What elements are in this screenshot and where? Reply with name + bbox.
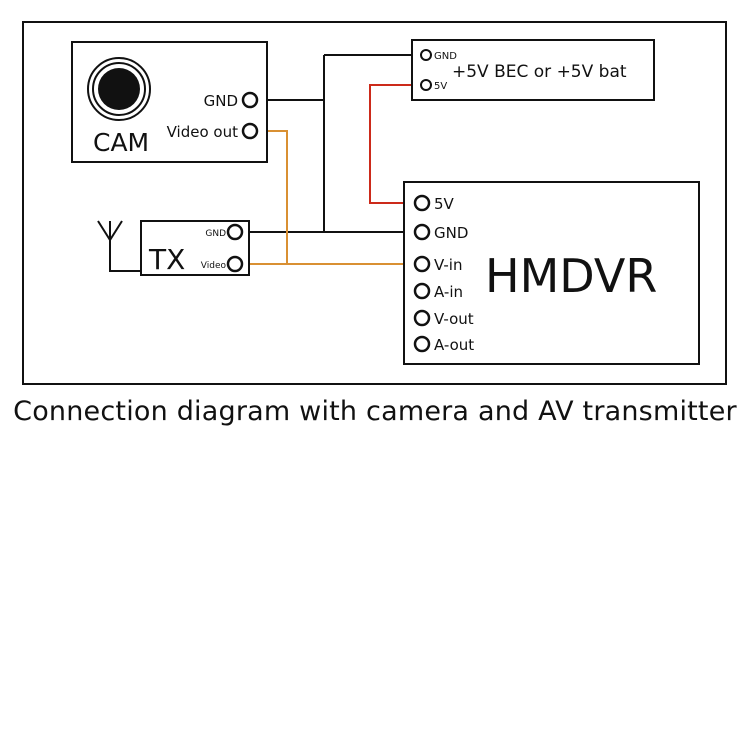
- power-gnd-label: GND: [434, 51, 457, 62]
- dvr-pin-5v-label: 5V: [434, 195, 455, 213]
- power-box: [411, 39, 655, 101]
- power-5v-terminal: [420, 79, 432, 91]
- power-gnd-terminal: [420, 49, 432, 61]
- dvr-box: [403, 181, 700, 365]
- camera-block: CAM GND Video out: [71, 41, 268, 163]
- camera-gnd-label: GND: [204, 92, 238, 110]
- dvr-pin-vin-label: V-in: [434, 256, 462, 274]
- power-wire-5v: [369, 84, 420, 204]
- antenna-icon: [97, 220, 141, 272]
- dvr-pin-ain-terminal: [413, 282, 431, 300]
- power-5v-label: 5V: [434, 81, 447, 92]
- video-wire: [242, 130, 420, 265]
- dvr-pin-5v-terminal: [413, 194, 431, 212]
- camera-label: CAM: [93, 128, 149, 157]
- dvr-pin-ain-label: A-in: [434, 283, 463, 301]
- transmitter-block: TX GND Video: [97, 220, 250, 276]
- power-block: GND 5V +5V BEC or +5V bat: [411, 39, 655, 101]
- dvr-pin-aout-label: A-out: [434, 336, 474, 354]
- connection-diagram: CAM GND Video out TX GND Video GND 5V +5…: [22, 21, 727, 385]
- gnd-wire-bus: [258, 54, 420, 232]
- dvr-block: HMDVR 5V GND V-in A-in V-out A-out: [403, 181, 700, 365]
- transmitter-gnd-label: GND: [205, 229, 226, 239]
- camera-video-terminal: [241, 122, 259, 140]
- dvr-pin-gnd-terminal: [413, 223, 431, 241]
- dvr-pin-vout-terminal: [413, 309, 431, 327]
- camera-video-label: Video out: [167, 123, 238, 141]
- transmitter-gnd-terminal: [226, 223, 244, 241]
- diagram-caption: Connection diagram with camera and AV tr…: [13, 396, 737, 427]
- camera-lens-icon: [87, 57, 151, 121]
- transmitter-label: TX: [148, 243, 185, 276]
- dvr-label: HMDVR: [485, 249, 657, 303]
- power-label: +5V BEC or +5V bat: [452, 62, 627, 82]
- dvr-pin-vout-label: V-out: [434, 310, 474, 328]
- diagram-frame: [22, 21, 727, 385]
- dvr-pin-gnd-label: GND: [434, 224, 468, 242]
- dvr-pin-aout-terminal: [413, 335, 431, 353]
- transmitter-video-label: Video: [201, 261, 227, 271]
- dvr-pin-vin-terminal: [413, 255, 431, 273]
- camera-gnd-terminal: [241, 91, 259, 109]
- transmitter-video-terminal: [226, 255, 244, 273]
